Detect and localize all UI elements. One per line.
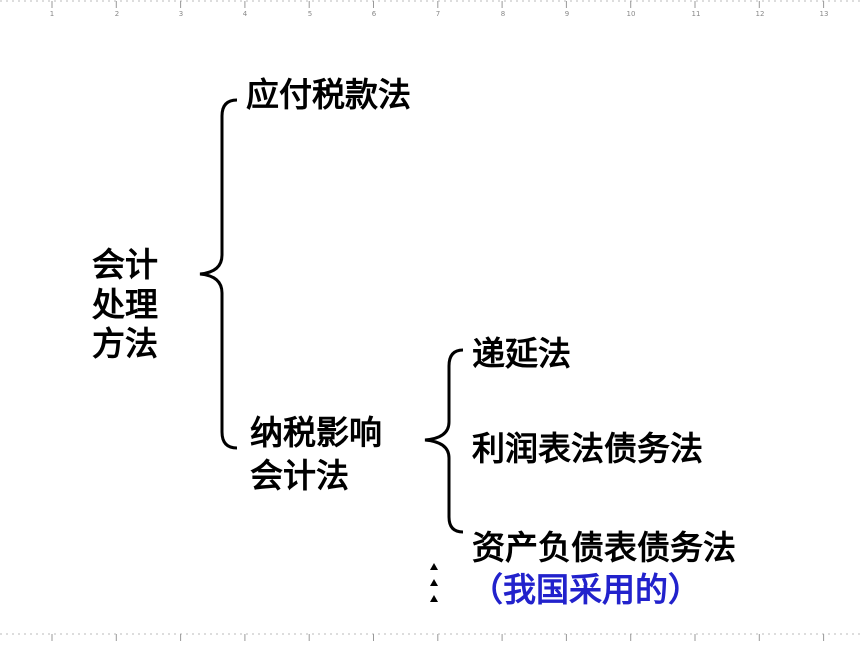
bottom-ruler-ticks	[0, 633, 860, 641]
ruler-number: 12	[755, 10, 765, 18]
bottom-ruler	[0, 626, 860, 646]
ruler-number: 1	[49, 10, 55, 18]
ruler-number: 13	[819, 10, 829, 18]
ruler-number: 3	[178, 10, 184, 18]
root-line: 处理	[92, 284, 158, 324]
adopted-note: （我国采用的）	[470, 570, 701, 609]
ruler-number: 11	[691, 10, 701, 18]
ruler-number: 6	[371, 10, 377, 18]
animation-marker-icon	[430, 563, 438, 602]
sub-brace	[424, 348, 464, 534]
main-brace	[199, 98, 238, 450]
top-ruler: 1 2 3 4 5 6 7 8 9 10 11 12 13	[0, 0, 860, 20]
method-tax-payable: 应付税款法	[246, 75, 411, 114]
ruler-number: 10	[626, 10, 636, 18]
root-line: 会计	[92, 245, 158, 284]
ruler-number: 4	[242, 10, 248, 18]
root-label: 会计 处理 方法	[92, 245, 158, 364]
ruler-number: 9	[564, 10, 570, 18]
method-tax-effect-line: 纳税影响	[250, 413, 382, 452]
ruler-number: 5	[307, 10, 313, 18]
top-ruler-ticks	[0, 0, 860, 8]
ruler-number: 8	[500, 10, 506, 18]
method-deferral: 递延法	[472, 334, 571, 373]
ruler-number: 2	[114, 10, 120, 18]
method-tax-effect: 纳税影响 会计法	[250, 412, 382, 498]
method-income-statement-liability: 利润表法债务法	[472, 429, 703, 468]
method-tax-effect-line: 会计法	[250, 455, 349, 495]
ruler-number: 7	[435, 10, 441, 18]
root-line: 方法	[92, 324, 158, 364]
method-balance-sheet-liability: 资产负债表债务法	[472, 528, 736, 567]
